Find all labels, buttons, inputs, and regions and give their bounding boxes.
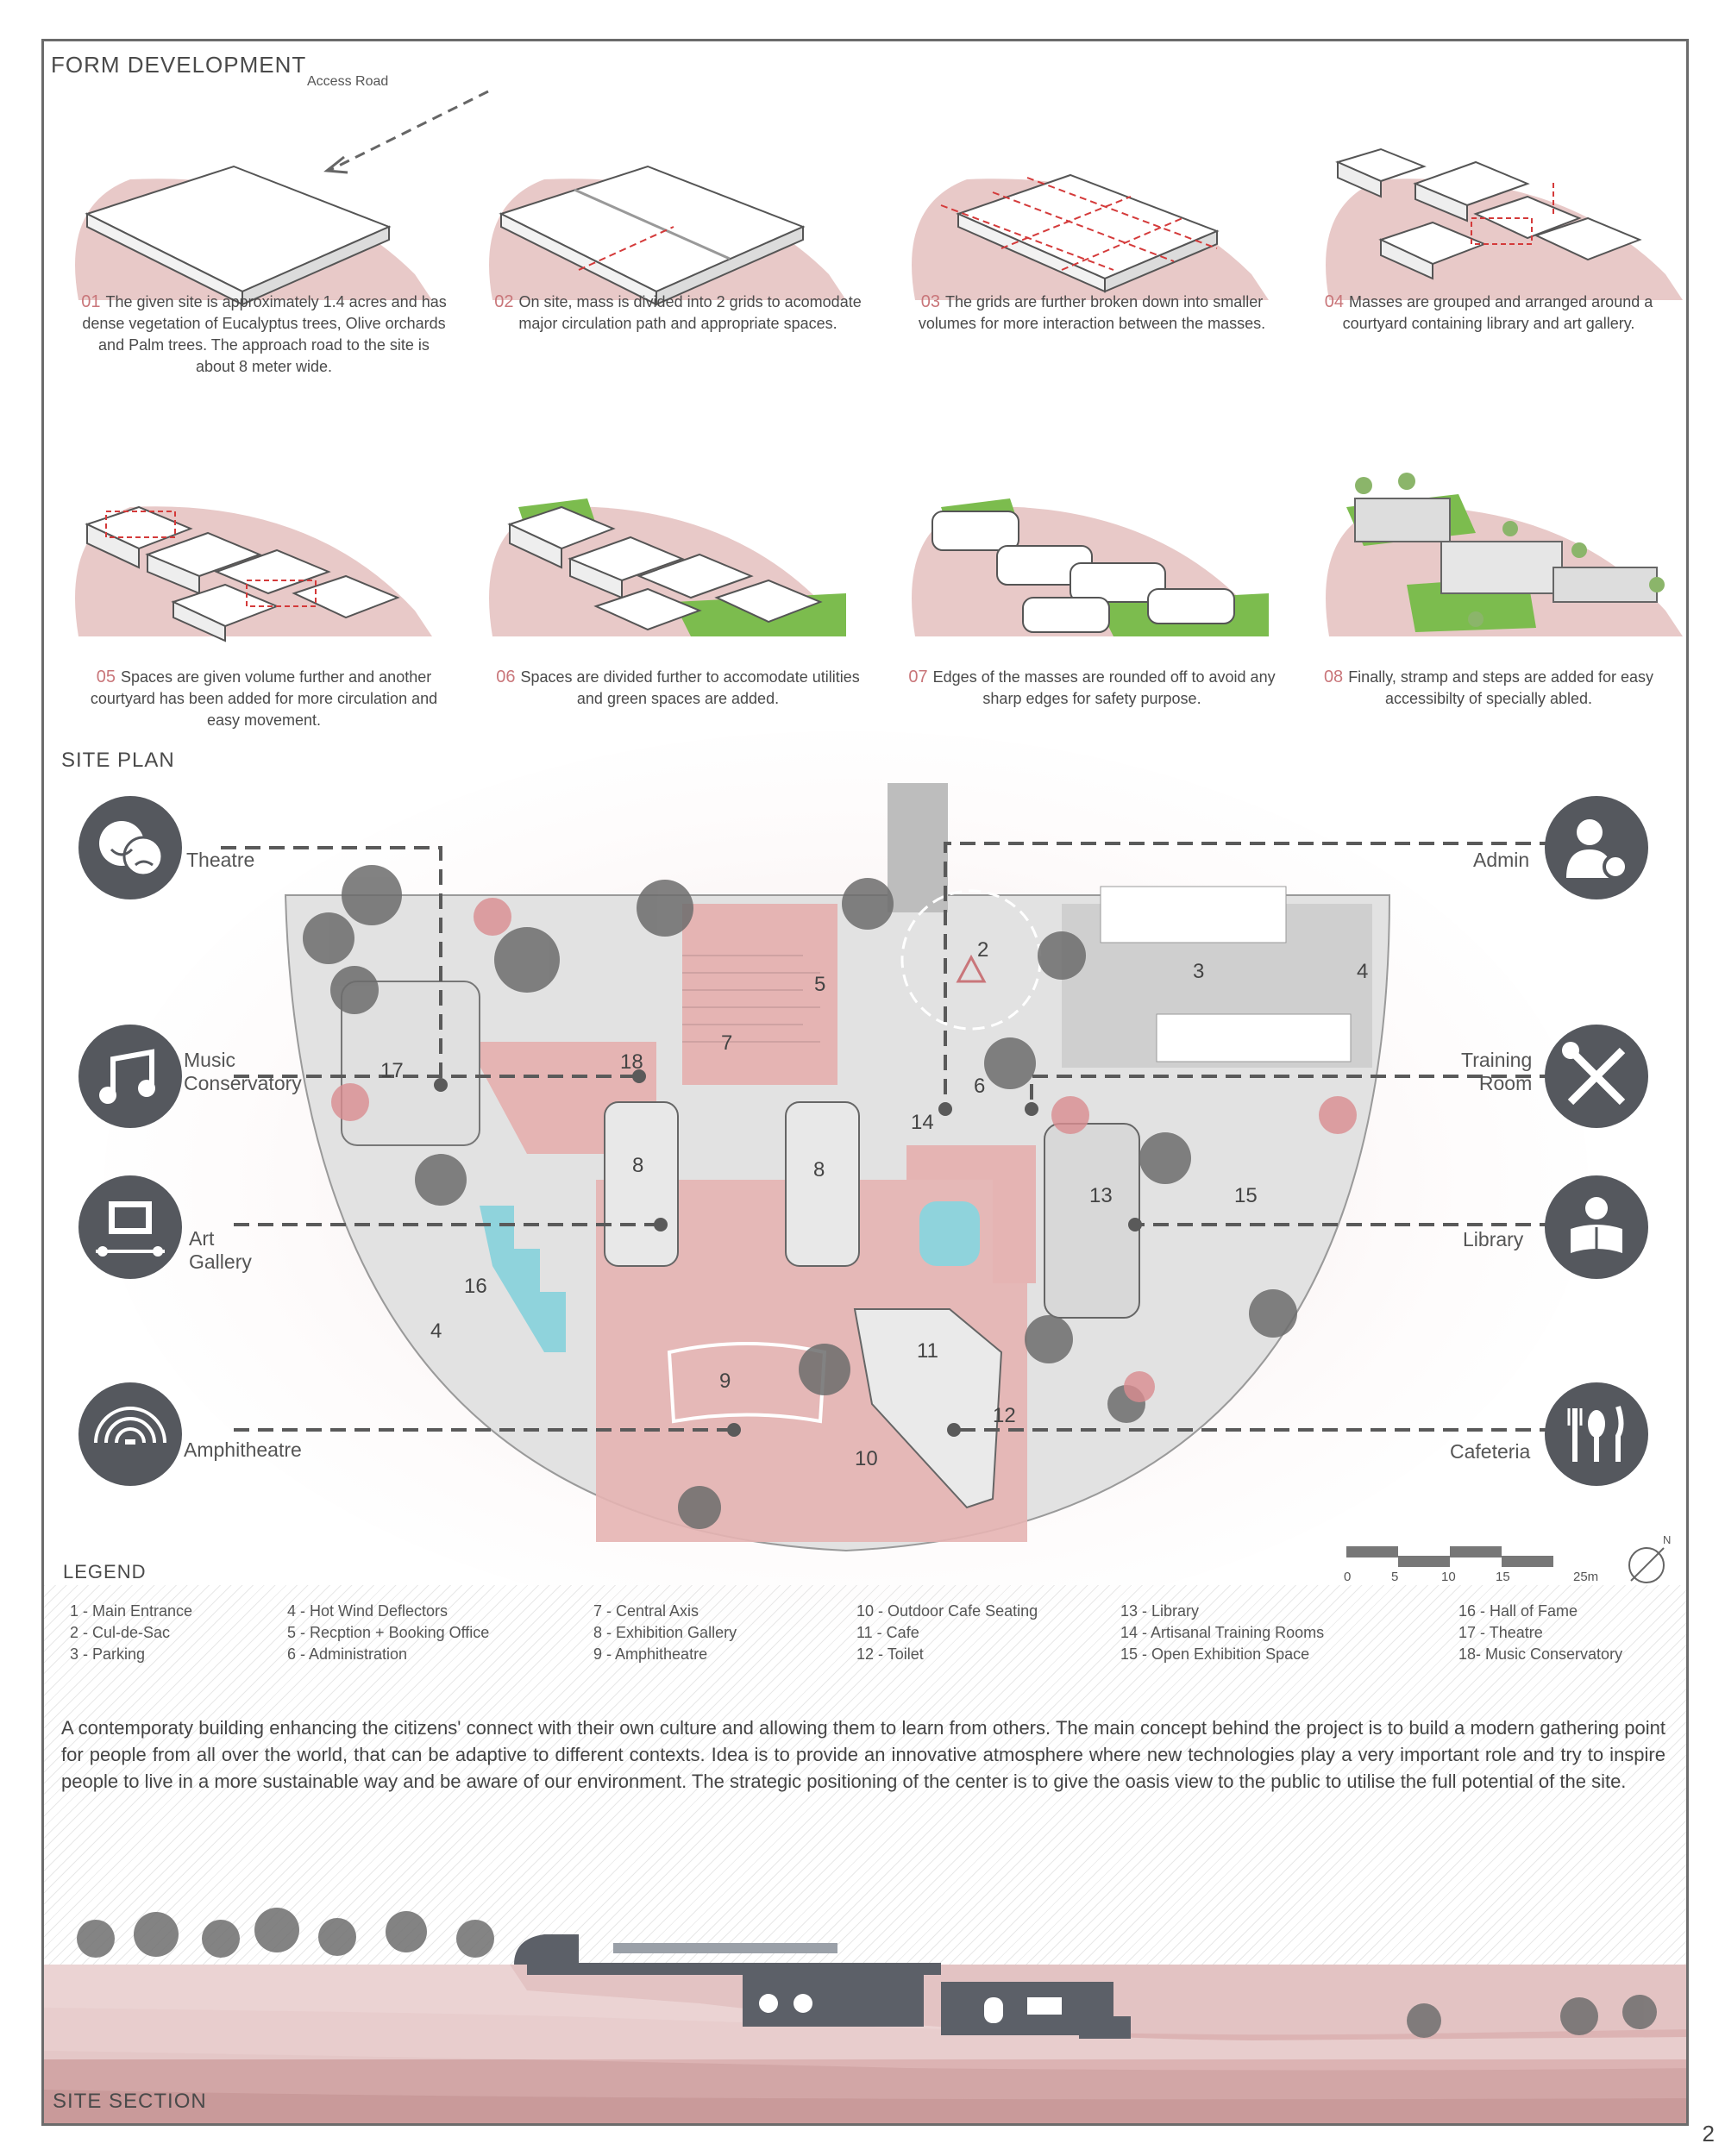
access-road-arrow bbox=[323, 90, 489, 174]
plan-label-4b: 4 bbox=[430, 1319, 442, 1343]
plan-label-11: 11 bbox=[917, 1339, 938, 1363]
music-notes-icon bbox=[78, 1025, 182, 1128]
step-02-diagram bbox=[467, 119, 846, 360]
plan-label-9: 9 bbox=[719, 1369, 731, 1393]
plan-label-3: 3 bbox=[1193, 960, 1205, 983]
plan-label-16: 16 bbox=[464, 1275, 487, 1298]
wrench-screwdriver-icon bbox=[1545, 1025, 1648, 1128]
amphitheatre-icon bbox=[78, 1382, 182, 1486]
art-gallery-label: Art Gallery bbox=[189, 1227, 252, 1273]
scale-tick-25m: 25m bbox=[1573, 1570, 1599, 1584]
access-road-label: Access Road bbox=[307, 74, 389, 89]
reading-person-icon bbox=[1545, 1175, 1648, 1279]
plan-label-2: 2 bbox=[977, 938, 989, 962]
admin-label: Admin bbox=[1473, 849, 1530, 871]
plan-label-7: 7 bbox=[721, 1031, 733, 1055]
step-06-diagram bbox=[467, 447, 846, 688]
project-description: A contemporaty building enhancing the ci… bbox=[61, 1717, 1665, 1792]
legend-heading: LEGEND bbox=[63, 1561, 147, 1583]
theatre-masks-icon bbox=[78, 796, 182, 899]
plan-label-13: 13 bbox=[1089, 1184, 1113, 1207]
plan-label-6: 6 bbox=[974, 1075, 986, 1098]
scale-tick-0: 0 bbox=[1344, 1570, 1352, 1584]
plan-label-15: 15 bbox=[1234, 1184, 1258, 1207]
site-section-heading: SITE SECTION bbox=[53, 2090, 207, 2113]
step-04-diagram bbox=[1303, 119, 1683, 360]
north-label: N bbox=[1663, 1533, 1672, 1546]
plan-label-8b: 8 bbox=[813, 1158, 825, 1181]
plan-label-4: 4 bbox=[1357, 960, 1369, 983]
step-03-diagram bbox=[889, 119, 1269, 360]
north-arrow-icon bbox=[1628, 1547, 1665, 1583]
training-room-label: Training Room bbox=[1461, 1049, 1533, 1094]
plan-label-18: 18 bbox=[620, 1050, 643, 1074]
plan-label-8a: 8 bbox=[632, 1154, 644, 1177]
step-07-diagram bbox=[889, 447, 1269, 688]
site-plan-heading: SITE PLAN bbox=[61, 749, 175, 772]
admin-person-gear-icon bbox=[1545, 796, 1648, 899]
step-08-diagram bbox=[1303, 447, 1683, 688]
scale-bar bbox=[1346, 1546, 1553, 1567]
site-section-drawing bbox=[44, 1908, 1686, 2123]
step-01-diagram bbox=[53, 119, 432, 360]
theatre-label: Theatre bbox=[186, 849, 255, 871]
poster-frame: FORM DEVELOPMENT SITE PLAN Access Road bbox=[41, 39, 1689, 2126]
plan-label-14: 14 bbox=[911, 1111, 934, 1134]
framed-art-icon bbox=[78, 1175, 182, 1279]
site-plan-drawing bbox=[104, 731, 1588, 1628]
plan-label-10: 10 bbox=[855, 1447, 878, 1470]
scale-tick-15: 15 bbox=[1496, 1570, 1510, 1584]
amphitheatre-label: Amphitheatre bbox=[184, 1438, 302, 1461]
scale-tick-5: 5 bbox=[1391, 1570, 1399, 1584]
scale-tick-10: 10 bbox=[1441, 1570, 1456, 1584]
cafeteria-label: Cafeteria bbox=[1450, 1440, 1531, 1463]
plan-label-5: 5 bbox=[814, 973, 826, 996]
form-development-heading: FORM DEVELOPMENT bbox=[51, 52, 307, 78]
plan-label-12: 12 bbox=[993, 1404, 1016, 1427]
page-number: 2 bbox=[1702, 2121, 1715, 2147]
music-conservatory-label: Music Conservatory bbox=[184, 1049, 302, 1094]
library-label: Library bbox=[1463, 1228, 1524, 1250]
plan-label-17: 17 bbox=[380, 1059, 404, 1082]
step-05-diagram bbox=[53, 447, 432, 688]
fork-knife-spoon-icon bbox=[1545, 1382, 1648, 1486]
